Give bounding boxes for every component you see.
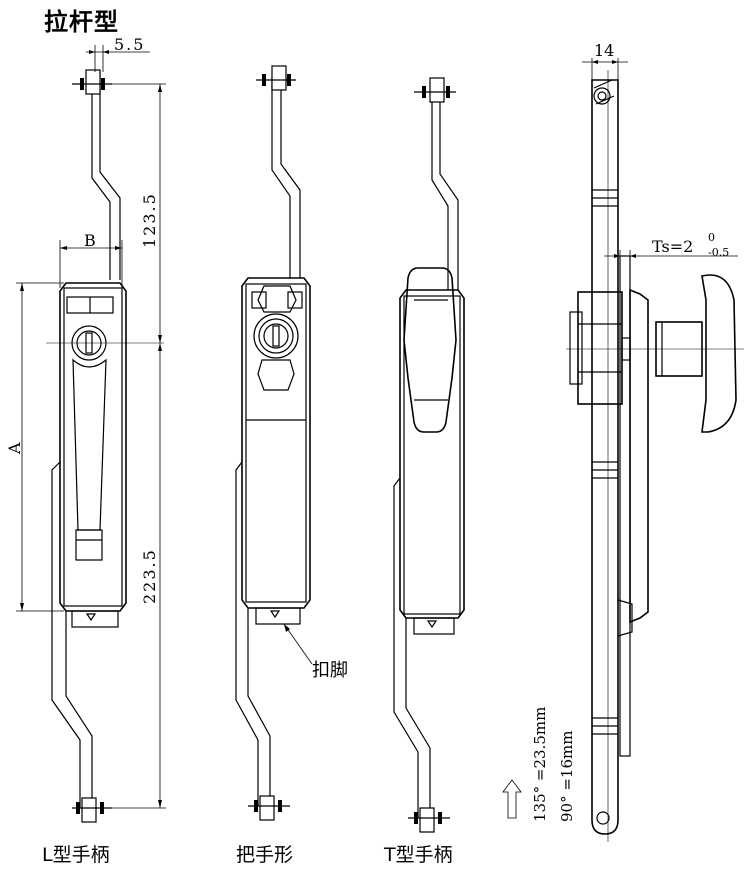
dim-width: B (84, 231, 96, 250)
dim-upper-length: 123.5 (140, 192, 159, 248)
dim-side-width: 14 (594, 41, 614, 60)
dim-ts-label: Ts=2 (652, 237, 693, 256)
dim-ts-lower-tol: -0.5 (708, 246, 729, 259)
dim-ts-upper-tol: 0 (708, 231, 715, 244)
caption-t-handle: T型手柄 (384, 844, 453, 866)
clip-foot-callout: 扣脚 (283, 623, 348, 681)
clip-foot-label: 扣脚 (312, 660, 348, 681)
side-view-dimensions: 14 Ts=2 0 -0.5 (582, 41, 738, 262)
page-title: 拉杆型 (44, 7, 119, 36)
caption-l-handle: L型手柄 (42, 844, 110, 866)
grip-handle-view (235, 65, 311, 821)
dim-lower-length: 223.5 (140, 548, 159, 604)
side-view (566, 70, 744, 842)
dim-offset: 5.5 (114, 35, 145, 54)
rotation-notes: 135° =23.5mm 90° =16mm (502, 707, 576, 822)
l-handle-dimensions: 5.5 123.5 223.5 B A (5, 35, 166, 809)
dim-height: A (5, 442, 24, 455)
l-handle-view (46, 69, 164, 823)
caption-grip-handle: 把手形 (236, 844, 294, 866)
rotation-135-label: 135° =23.5mm (531, 707, 549, 822)
rotation-90-label: 90° =16mm (558, 731, 576, 822)
t-handle-view (393, 77, 465, 833)
